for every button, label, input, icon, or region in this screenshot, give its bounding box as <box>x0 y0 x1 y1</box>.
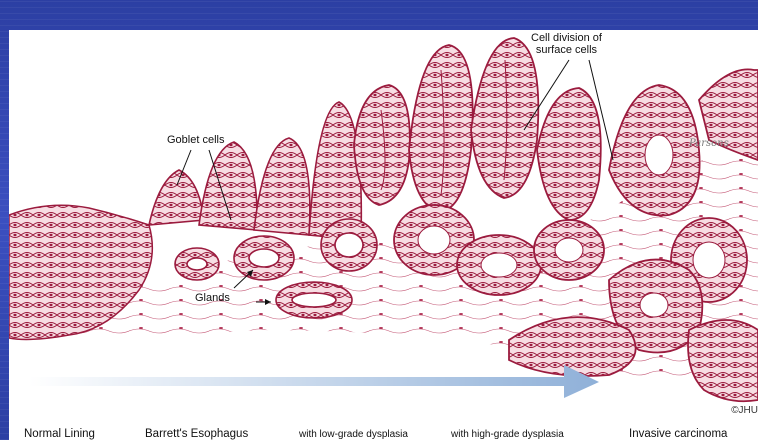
glands-label: Glands <box>195 292 230 304</box>
histology-illustration <box>9 30 758 440</box>
illustration-panel: Goblet cells Cell division of surface ce… <box>9 30 758 440</box>
stage-normal-lining: Normal Lining <box>24 428 95 440</box>
copyright: ©JHU <box>731 405 758 416</box>
stage-low-grade: with low-grade dysplasia <box>299 429 408 440</box>
progression-arrow <box>29 365 599 398</box>
cell-division-label-line1: Cell division of <box>531 32 602 44</box>
stage-high-grade: with high-grade dysplasia <box>451 429 564 440</box>
cell-division-label-line2: surface cells <box>531 44 602 56</box>
goblet-cells-label: Goblet cells <box>167 134 224 146</box>
stage-invasive-carcinoma: Invasive carcinoma <box>629 428 727 440</box>
cell-division-label: Cell division of surface cells <box>531 32 602 56</box>
stage-barretts-esophagus: Barrett's Esophagus <box>145 428 248 440</box>
barretts-villi <box>149 102 361 240</box>
artist-signature: Parsons <box>689 138 729 149</box>
